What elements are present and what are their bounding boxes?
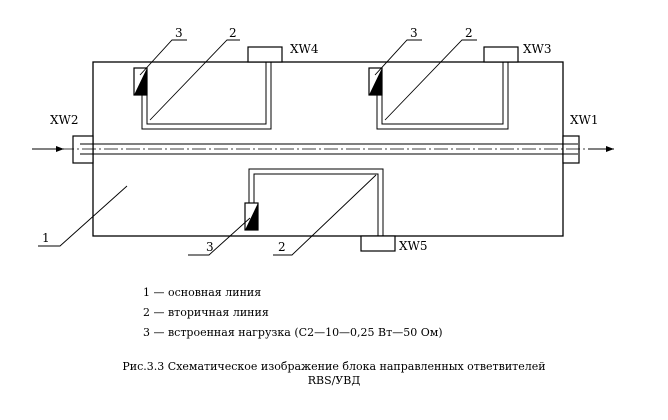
connector-xw5	[360, 235, 396, 252]
callout-secondary-left: 2	[229, 26, 237, 40]
main-line	[60, 143, 590, 155]
xw5-label: XW5	[399, 239, 428, 253]
secondary-line-left	[141, 62, 272, 130]
connector-xw3	[483, 46, 519, 63]
secondary-line-right	[376, 62, 509, 130]
xw3-label: XW3	[523, 42, 552, 56]
legend: 1 — основная линия 2 — вторичная линия 3…	[143, 283, 443, 343]
connector-xw1	[562, 135, 580, 164]
xw4-label: XW4	[290, 42, 319, 56]
legend-item: 3 — встроенная нагрузка (С2—10—0,25 Вт—5…	[143, 326, 443, 339]
xw2-label: XW2	[50, 113, 79, 127]
connector-xw4	[247, 46, 283, 63]
callout-secondary-right: 2	[465, 26, 473, 40]
connector-xw2	[72, 135, 94, 164]
load-bottom	[244, 202, 259, 231]
load-right	[368, 67, 383, 96]
leader-lines	[38, 39, 477, 256]
legend-item: 1 — основная линия	[143, 286, 262, 299]
callout-secondary-bottom: 2	[278, 240, 286, 254]
callout-load-right: 3	[410, 26, 418, 40]
load-left	[133, 67, 148, 96]
caption-line-1: Рис.3.3 Схематическое изображение блока …	[122, 360, 546, 373]
xw1-label: XW1	[570, 113, 599, 127]
secondary-line-bottom	[248, 168, 384, 236]
callout-main-line: 1	[42, 231, 50, 245]
figure-caption: Рис.3.3 Схематическое изображение блока …	[0, 360, 668, 388]
caption-line-2: RBS/УВД	[307, 374, 361, 387]
callout-load-left: 3	[175, 26, 183, 40]
legend-item: 2 — вторичная линия	[143, 306, 269, 319]
callout-load-bottom: 3	[206, 240, 214, 254]
